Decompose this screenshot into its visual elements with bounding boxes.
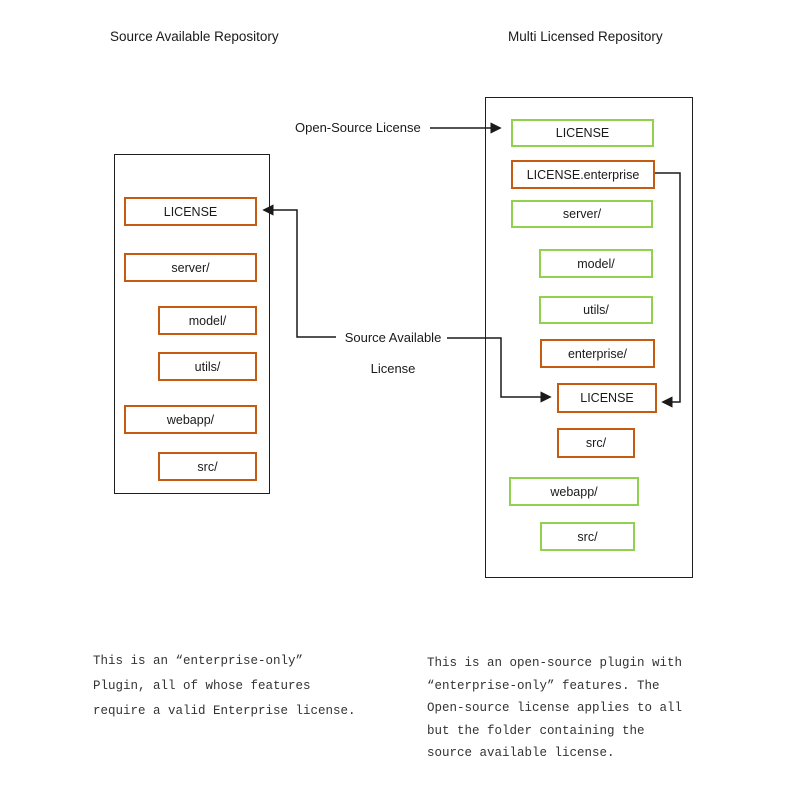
left-repo-caption: This is an “enterprise-only” Plugin, all…	[93, 654, 356, 718]
left-folder-license: LICENSE	[124, 197, 257, 226]
right-folder-model: model/	[539, 249, 653, 278]
right-folder-src: src/	[540, 522, 635, 551]
open-source-license-label: Open-Source License	[295, 120, 421, 135]
right-folder-license-inner: LICENSE	[557, 383, 657, 413]
right-folder-enterprise: enterprise/	[540, 339, 655, 368]
right-folder-license-open: LICENSE	[511, 119, 654, 147]
right-repo-caption: This is an open-source plugin with “ente…	[427, 656, 683, 760]
left-repo-title: Source Available Repository	[110, 29, 279, 44]
left-folder-model: model/	[158, 306, 257, 335]
left-folder-server: server/	[124, 253, 257, 282]
right-repo-title: Multi Licensed Repository	[508, 29, 663, 44]
left-folder-src: src/	[158, 452, 257, 481]
right-folder-utils: utils/	[539, 296, 653, 324]
left-folder-webapp: webapp/	[124, 405, 257, 434]
source-available-license-label: Source Available License	[344, 330, 442, 376]
right-folder-license-enterprise: LICENSE.enterprise	[511, 160, 655, 189]
right-folder-server: server/	[511, 200, 653, 228]
arrow-source-available-to-left-license	[262, 204, 336, 338]
left-folder-utils: utils/	[158, 352, 257, 381]
right-folder-src-enterprise: src/	[557, 428, 635, 458]
right-folder-webapp: webapp/	[509, 477, 639, 506]
